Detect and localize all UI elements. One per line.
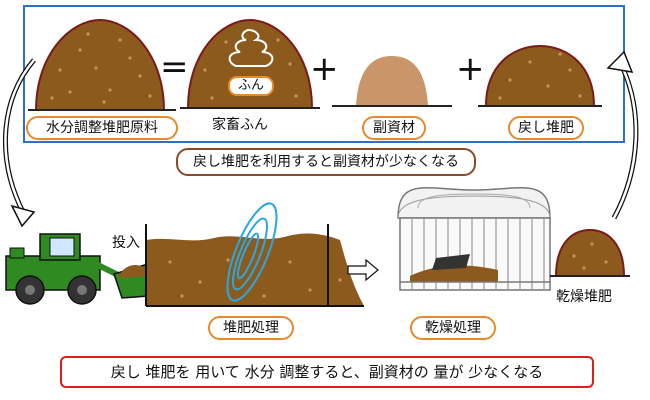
sub-material-pile	[332, 56, 452, 107]
sub-material-label: 副資材	[362, 116, 426, 140]
composting-bed	[145, 202, 364, 307]
up-right-arrowhead	[606, 50, 634, 73]
process-arrow	[347, 258, 379, 282]
drying-label: 乾燥処理	[410, 316, 496, 340]
livestock-dung-label: 家畜ふん	[212, 117, 268, 133]
poop-icon	[228, 28, 274, 67]
dried-compost-pile	[550, 228, 630, 277]
equals-sign: =	[160, 47, 189, 87]
raw-material-label: 水分調整堆肥原料	[26, 116, 178, 140]
reuse-message: 戻し堆肥を利用すると副資材が少なくなる	[176, 148, 476, 176]
return-compost-pile	[478, 44, 602, 107]
dried-compost-label: 乾燥堆肥	[556, 289, 612, 305]
input-label: 投入	[112, 235, 140, 251]
wheel-loader	[5, 233, 150, 305]
return-compost-label: 戻し堆肥	[508, 116, 584, 140]
plus-sign-1: +	[310, 49, 339, 89]
summary-message: 戻し 堆肥を 用いて 水分 調整すると、副資材の 量が 少なくなる	[60, 356, 594, 388]
drying-greenhouse	[397, 187, 551, 291]
dung-label: ふん	[228, 76, 274, 96]
livestock-dung-pile	[180, 18, 320, 109]
raw-material-pile	[28, 18, 176, 111]
turning-swirl-icon	[226, 202, 278, 302]
down-left-arrowhead	[10, 204, 36, 228]
plus-sign-2: +	[456, 49, 485, 89]
composting-label: 堆肥処理	[208, 316, 294, 340]
